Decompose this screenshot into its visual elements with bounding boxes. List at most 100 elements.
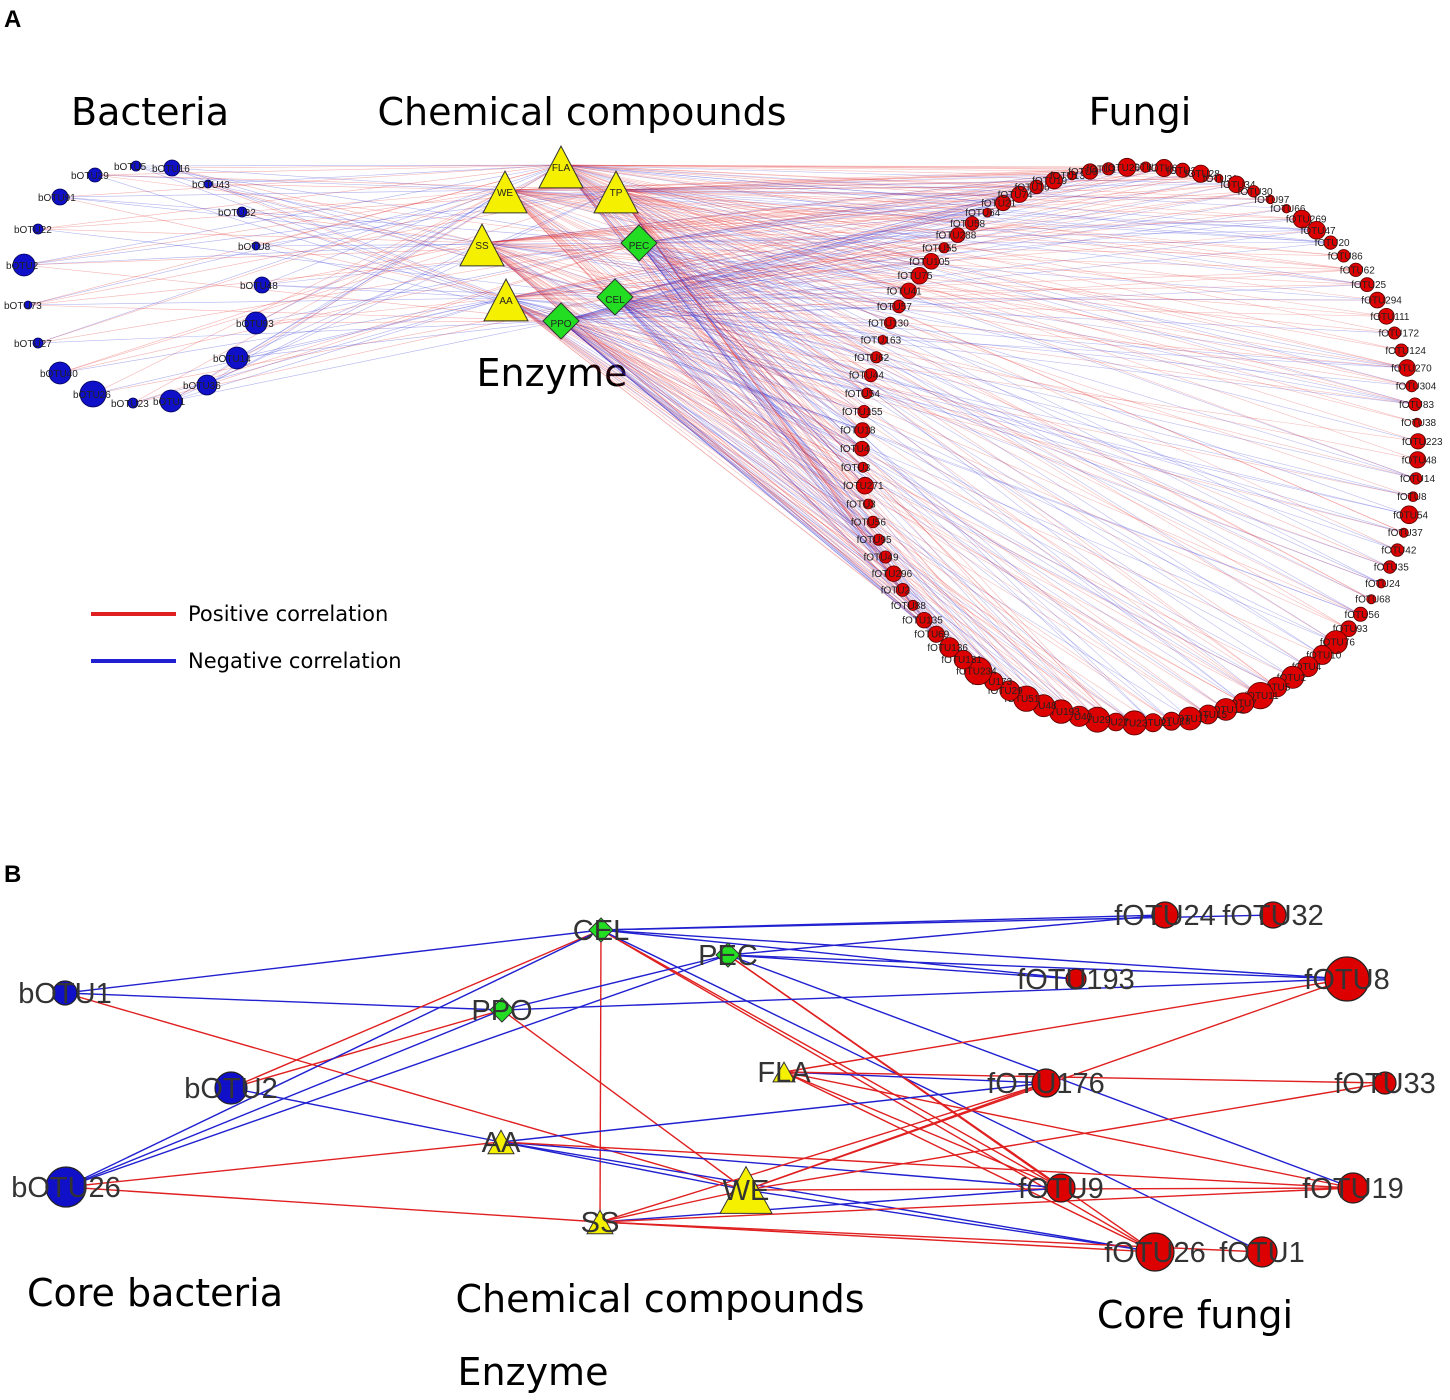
edge-botu43-we [207, 183, 506, 191]
edge-tp-fotu76 [615, 189, 1337, 643]
fungi-label: fOTU51 [1004, 694, 1039, 705]
fungi-node-fotu2: fOTU2 [881, 583, 911, 597]
fungi-circle [857, 461, 869, 473]
edge-cel-fotu7 [614, 296, 1244, 704]
edge-pec-fotu34 [638, 183, 1237, 244]
edge-ppo-fotu62 [560, 269, 1356, 322]
fungi-node-fotu135: fOTU135 [902, 612, 943, 629]
edge-tp-fotu58 [615, 189, 973, 224]
bacteria-node-botu2: bOTU2 [6, 253, 39, 277]
fungi-circle [1407, 491, 1419, 503]
fungi-label: fOTU54 [845, 389, 880, 400]
edge-tp-fotu97 [615, 189, 1271, 200]
edge-aa-fotu47 [505, 230, 1317, 299]
bacteria-circle [225, 346, 249, 370]
fungi-node-fotu1: fOTU1 [1219, 1236, 1305, 1269]
fungi-circle [1412, 417, 1422, 428]
edge-ppo-fotu18 [560, 320, 1172, 722]
fungi-circle [1369, 291, 1386, 309]
edge-pec-fotu17 [638, 242, 1191, 719]
node-label: fOTU193 [1017, 964, 1135, 996]
fungi-node-fotu18: fOTU18 [1156, 711, 1191, 731]
edge-we-fotu38 [504, 189, 1418, 424]
fungi-label: fOTU270 [1391, 364, 1432, 375]
bacteria-circle [12, 253, 36, 277]
fungi-label: fOTU21 [981, 199, 1016, 210]
edge-pec-fotu9 [638, 171, 1091, 244]
fungi-label: fOTU3 [846, 500, 876, 511]
bacteria-label: bOTU16 [152, 164, 190, 175]
edge-we-fotu40 [504, 189, 1080, 717]
bacteria-label: bOTU27 [14, 339, 52, 350]
edge-aa-fotu105 [505, 261, 932, 299]
node-label: fOTU26 [1104, 1237, 1206, 1269]
edge-cel-fotu14 [614, 296, 1417, 479]
edge-botu26-ss [65, 1186, 601, 1223]
fungi-node-fotu57: fOTU57 [877, 299, 912, 314]
edge-fla-fotu9 [560, 164, 1091, 172]
edge-ppo-fotu88 [560, 320, 914, 606]
edge-tp-fotu19 [615, 180, 1055, 191]
edge-ss-we [599, 1189, 747, 1223]
edge-cel-fotu35 [614, 296, 1390, 568]
edge-ppo-fotu5 [560, 320, 1277, 688]
edge-botu16-aa [171, 167, 507, 299]
edge-fla-fotu124 [560, 164, 1402, 351]
fungi-node-fotu269: fOTU269 [1286, 209, 1327, 229]
edge-ss-fotu304 [481, 242, 1412, 387]
fungi-circle [1388, 326, 1402, 340]
edge-botu73-we [27, 189, 506, 306]
edge-pec-fotu29 [638, 242, 1010, 691]
fungi-label: fOTU88 [891, 601, 926, 612]
bacteria-circle [244, 311, 268, 335]
edge-ppo-fotu69 [560, 320, 937, 635]
fungi-node-fotu86: fOTU86 [1328, 249, 1363, 263]
edge-botu26-cel [92, 296, 616, 395]
edge-ppo-fotu21 [560, 202, 1004, 322]
edge-cel-fotu64 [614, 212, 988, 298]
fungi-label: fOTU124 [1385, 346, 1426, 357]
edge-tp-fotu27 [615, 189, 1117, 723]
compound-node-ss: SS [459, 223, 505, 267]
edge-fla-fotu7 [560, 164, 1244, 704]
fungi-node-fotu44: fOTU44 [849, 368, 884, 383]
fungi-label: fOTU294 [1361, 296, 1402, 307]
bacteria-circle [203, 179, 213, 189]
edge-tp-fotu74 [615, 189, 1020, 195]
edge-fla-fotu58 [560, 164, 973, 224]
bacteria-node-botu48: bOTU48 [240, 276, 278, 294]
edge-botu93-aa [255, 297, 507, 324]
edge-ss-fotu95 [481, 242, 879, 540]
edge-botu29-pec [94, 174, 640, 244]
edge-tp-fotu3 [615, 189, 869, 505]
node-label: fOTU24 [1114, 900, 1216, 932]
fungi-circle [1214, 173, 1224, 183]
edge-tp-fotu105 [615, 189, 932, 262]
fungi-node-fotu37: fOTU37 [1388, 527, 1423, 539]
edge-aa-fotu40 [505, 297, 1080, 717]
fungi-node-fotu24: fOTU24 [1114, 900, 1216, 932]
edge-we-fotu18 [504, 189, 1172, 722]
edge-botu43-fla [207, 164, 562, 185]
edge-aa-fotu88 [505, 297, 914, 606]
edge-fla-fotu172 [560, 164, 1395, 334]
edge-pec-fotu86 [638, 242, 1344, 257]
edge-fla-fotu1 [560, 164, 1109, 170]
edge-tp-fotu271 [615, 189, 866, 486]
fungi-circle [922, 252, 940, 270]
edge-aa-fotu2 [505, 297, 903, 591]
bacteria-circle [79, 380, 107, 408]
fungi-circle [883, 316, 897, 330]
edge-pec-fotu47 [638, 230, 1317, 244]
fungi-label: fOTU38 [1401, 418, 1436, 429]
node-label: CEL [605, 295, 625, 306]
edge-cel-fotu23 [614, 296, 1135, 724]
bacteria-header: Bacteria [71, 90, 229, 134]
edge-ss-fotu135 [481, 242, 925, 621]
edge-we-fotu93 [504, 189, 1349, 629]
node-circle [1151, 901, 1179, 929]
fungi-node-fotu3: fOTU3 [841, 461, 871, 474]
panel-b-letter: B [4, 861, 21, 888]
edge-we-fotu4 [504, 189, 863, 449]
bacteria-label: bOTU2 [6, 261, 39, 272]
